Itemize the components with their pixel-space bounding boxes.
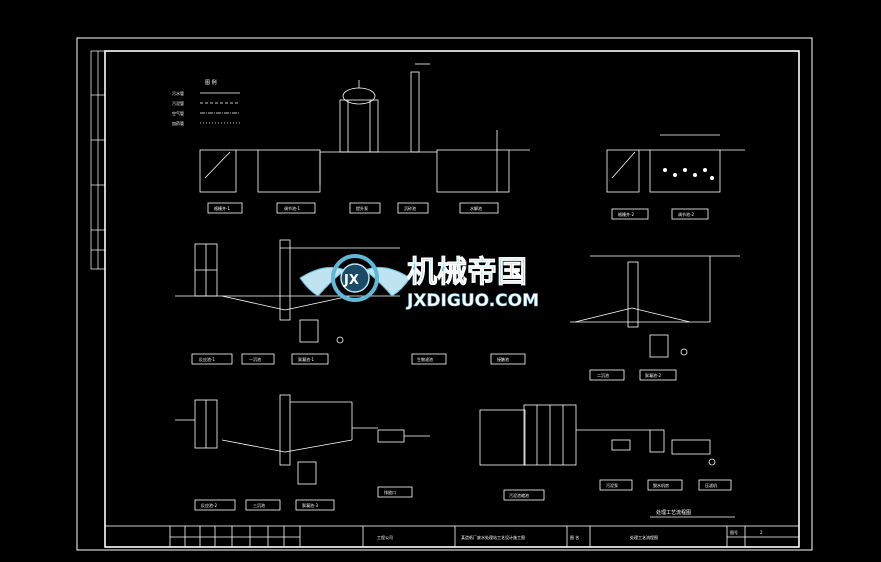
title-block-drawing-name: 处理工艺流程图	[630, 534, 658, 540]
legend-title: 图 例	[205, 79, 217, 86]
process-row-3	[175, 394, 735, 518]
legend: 图 例 污水管 污泥管 空气管 加药管	[172, 79, 240, 126]
legend-item-sludge: 污泥管	[172, 100, 184, 106]
watermark-cn: 机械帝国	[407, 255, 527, 290]
row1-label-pump: 提升泵	[356, 205, 368, 211]
legend-item-air: 空气管	[172, 110, 184, 116]
row3-label-outfall: 排放口	[384, 489, 396, 495]
row3-label-dewatering: 脱水机房	[653, 482, 669, 488]
left-binding-strip	[90, 50, 106, 270]
row3-label-reaction-2: 反应池-2	[201, 502, 217, 508]
row1-label-hydrolysis: 水解池	[470, 205, 482, 211]
row1-label-regulating-2: 调节池-2	[678, 211, 694, 217]
row1-label-grating-2: 格栅井-2	[618, 211, 634, 217]
process-row-2	[175, 239, 740, 381]
row3-label-thickener: 污泥浓缩池	[509, 492, 529, 498]
process-row-1	[199, 63, 745, 220]
watermark-logo: JX	[299, 254, 411, 302]
row1-label-grit: 沉砂池	[404, 205, 416, 211]
title-block-number-label: 图号	[730, 529, 738, 535]
row2-label-flocc-1: 絮凝池-1	[298, 356, 314, 362]
legend-item-dosing: 加药管	[172, 120, 184, 126]
diffuser-array	[663, 168, 714, 180]
row2-label-flocc-2: 絮凝池-2	[645, 372, 661, 378]
row2-label-contact: 接触池	[497, 356, 509, 362]
row2-label-primary: 一沉池	[249, 356, 261, 362]
row3-label-sludge-pump: 污泥泵	[606, 482, 618, 488]
row3-label-press: 压滤机	[705, 482, 717, 488]
row3-label-flocc-3: 絮凝池-3	[302, 502, 318, 508]
watermark-en: JXDIGUO.COM	[406, 291, 539, 311]
row2-label-biofilter: 生物滤池	[417, 356, 433, 362]
row1-label-grating-1: 格栅井-1	[214, 205, 230, 211]
outer-border	[76, 37, 813, 551]
title-block	[104, 525, 800, 548]
legend-item-sewage: 污水管	[172, 90, 184, 96]
drawing-title: 处理工艺流程图	[656, 509, 691, 516]
title-block-number-value: 2	[760, 530, 763, 535]
watermark-badge: JX	[343, 273, 359, 288]
row3-label-tertiary: 三沉池	[253, 502, 265, 508]
row1-label-regulating-1: 调节池-1	[284, 205, 300, 211]
watermark: JX 机械帝国 JXDIGUO.COM	[299, 254, 539, 311]
row2-label-reaction-1: 反应池-1	[199, 356, 215, 362]
title-block-company: 工程公司	[377, 534, 393, 540]
row2-label-secondary: 二沉池	[597, 372, 609, 378]
title-block-project: 某造纸厂废水处理站工艺设计施工图	[461, 534, 525, 540]
title-block-drawing-label: 图 名	[570, 534, 579, 540]
